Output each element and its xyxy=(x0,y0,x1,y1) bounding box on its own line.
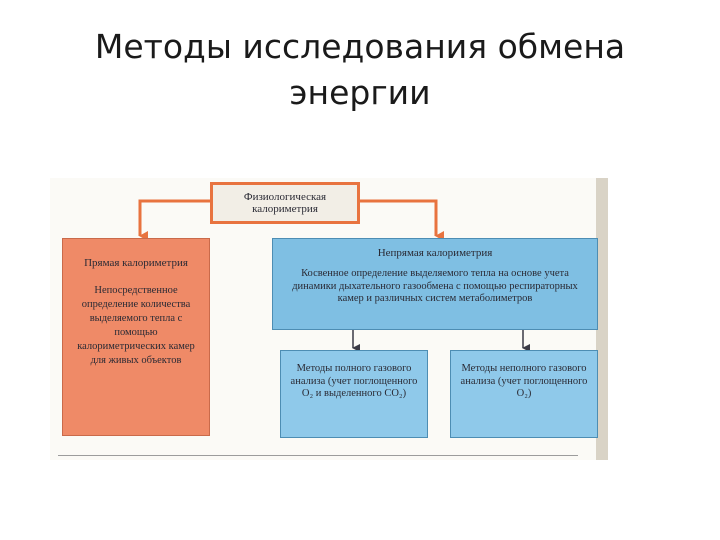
scan-page-edge xyxy=(596,178,608,460)
physiological-calorimetry-box: Физиологическая калориметрия xyxy=(210,182,360,224)
full-gas-analysis-label: Методы полного газового анализа (учет по… xyxy=(290,363,418,399)
indirect-calorimetry-heading: Непрямая калориметрия xyxy=(377,247,493,259)
direct-calorimetry-description: Непосредственное определение количества … xyxy=(77,285,195,366)
partial-gas-analysis-label: Методы неполного газового анализа (учет … xyxy=(460,363,588,399)
arrow-to-direct-calorimetry xyxy=(138,199,210,241)
indirect-calorimetry-description: Косвенное определение выделяемого тепла … xyxy=(292,268,578,304)
arrow-to-indirect-calorimetry xyxy=(360,199,444,241)
direct-calorimetry-box: Прямая калориметрия Непосредственное опр… xyxy=(62,238,210,436)
physiological-calorimetry-label: Физиологическая калориметрия xyxy=(243,191,327,215)
indirect-calorimetry-box: Непрямая калориметрия Косвенное определе… xyxy=(272,238,598,330)
direct-calorimetry-heading: Прямая калориметрия xyxy=(84,257,188,269)
partial-gas-analysis-box: Методы неполного газового анализа (учет … xyxy=(450,350,598,438)
full-gas-analysis-box: Методы полного газового анализа (учет по… xyxy=(280,350,428,438)
slide-title: Методы исследования обмена энергии xyxy=(94,27,626,112)
scan-bottom-rule xyxy=(58,455,578,456)
